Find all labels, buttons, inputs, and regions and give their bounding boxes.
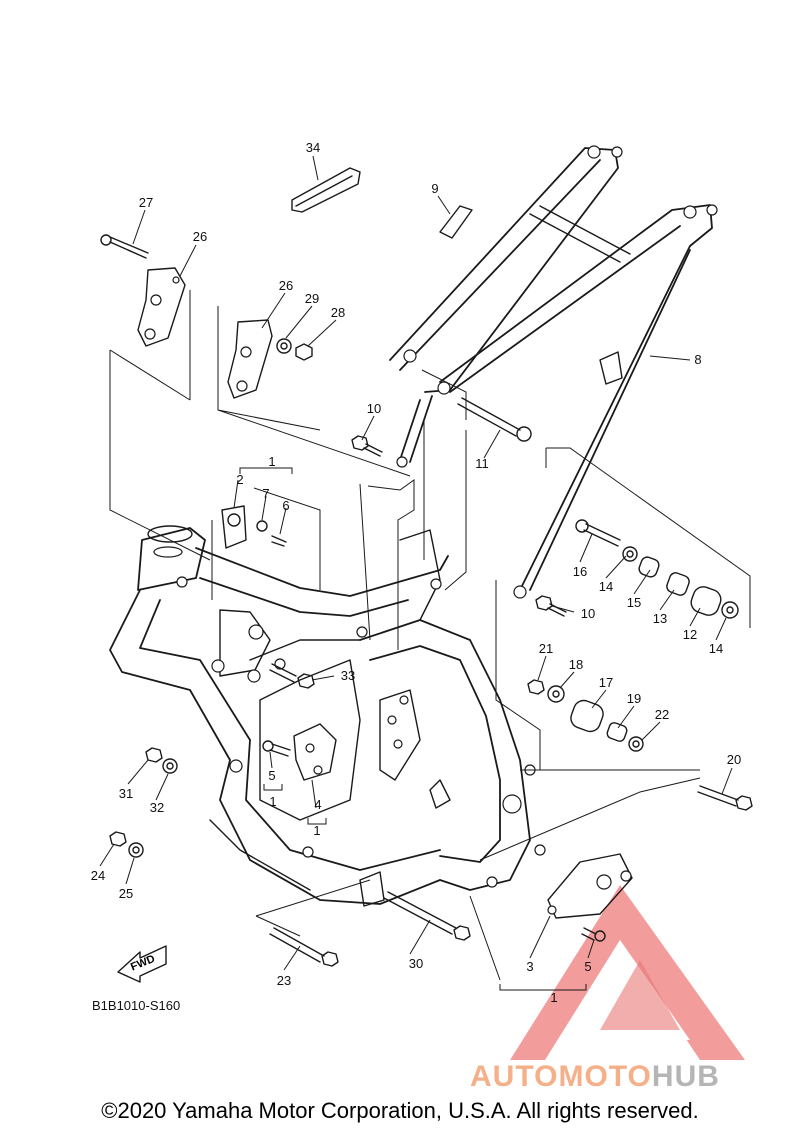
callout-27: 27 — [139, 195, 153, 210]
part-26-bracket-left — [137, 267, 186, 347]
fwd-arrow-icon: FWD — [117, 945, 167, 983]
callout-3: 3 — [526, 959, 533, 974]
callout-7: 7 — [262, 486, 269, 501]
part-11-bolt — [457, 397, 532, 442]
callout-4: 4 — [314, 797, 321, 812]
part-10-bolt-lower — [535, 595, 567, 617]
callout-33: 33 — [341, 668, 355, 683]
callout-26a: 26 — [193, 229, 207, 244]
callout-32: 32 — [150, 800, 164, 815]
callout-10a: 10 — [367, 401, 381, 416]
callout-1c: 1 — [313, 823, 320, 838]
assembly-guide-lines — [109, 290, 751, 981]
part-10-bolt-upper — [351, 435, 383, 457]
callout-8: 8 — [694, 352, 701, 367]
callout-30: 30 — [409, 956, 423, 971]
part-9-pad — [439, 205, 473, 239]
automotohub-watermark: AUTOMOTOHUB — [470, 1060, 720, 1093]
part-23-bolt — [269, 927, 339, 967]
callout-18: 18 — [569, 657, 583, 672]
callout-14a: 14 — [599, 579, 613, 594]
parts-29-28-washer-nut — [276, 338, 313, 361]
part-4-bracket — [262, 723, 337, 781]
callout-11: 11 — [475, 456, 489, 471]
diagram-code: B1B1010-S160 — [92, 998, 180, 1013]
callout-5a: 5 — [268, 768, 275, 783]
mount-stack-lower — [527, 679, 644, 752]
callout-13: 13 — [653, 611, 667, 626]
callout-9: 9 — [431, 181, 438, 196]
parts-31-32-nut-washer — [145, 747, 178, 774]
callout-14b: 14 — [709, 641, 723, 656]
part-27-bolt — [100, 234, 149, 259]
callout-20: 20 — [727, 752, 741, 767]
callout-31: 31 — [119, 786, 133, 801]
part-33-bolt — [269, 663, 315, 689]
callout-16: 16 — [573, 564, 587, 579]
callout-labels: 34 27 26 26 29 28 9 8 10 11 1 2 7 6 16 1… — [91, 140, 741, 1013]
brand-automoto: AUTOMOTO — [470, 1060, 652, 1093]
part-30-bolt — [383, 891, 471, 941]
callout-17: 17 — [599, 675, 613, 690]
callout-26b: 26 — [279, 278, 293, 293]
callout-5b: 5 — [584, 959, 591, 974]
callout-34: 34 — [306, 140, 320, 155]
main-frame — [109, 525, 546, 907]
callout-1b: 1 — [269, 794, 276, 809]
mount-stack-upper — [575, 519, 739, 619]
callout-2: 2 — [236, 472, 243, 487]
part-26-bracket-right — [227, 319, 273, 399]
part-3-bracket — [547, 853, 633, 942]
callout-10b: 10 — [581, 606, 595, 621]
callout-23: 23 — [277, 973, 291, 988]
copyright-notice: ©2020 Yamaha Motor Corporation, U.S.A. A… — [101, 1098, 699, 1123]
callout-22: 22 — [655, 707, 669, 722]
callout-15: 15 — [627, 595, 641, 610]
callout-25: 25 — [119, 886, 133, 901]
callout-12: 12 — [683, 627, 697, 642]
part-20-bolt — [697, 785, 753, 811]
parts-24-25-nut-washer — [109, 831, 144, 858]
part-8-rear-subframe — [389, 145, 718, 599]
brand-hub: HUB — [652, 1060, 720, 1093]
leader-lines — [99, 155, 733, 991]
part-2-clamp — [221, 505, 287, 549]
callout-1: 1 — [268, 454, 275, 469]
part-34-plate — [291, 167, 361, 213]
svg-text:AUTOMOTOHUB: AUTOMOTOHUB — [470, 1060, 720, 1093]
callout-19: 19 — [627, 691, 641, 706]
callout-1d: 1 — [550, 990, 557, 1005]
callout-21: 21 — [539, 641, 553, 656]
callout-28: 28 — [331, 305, 345, 320]
automotohub-logo — [510, 885, 745, 1060]
callout-29: 29 — [305, 291, 319, 306]
callout-24: 24 — [91, 868, 105, 883]
callout-6: 6 — [282, 498, 289, 513]
